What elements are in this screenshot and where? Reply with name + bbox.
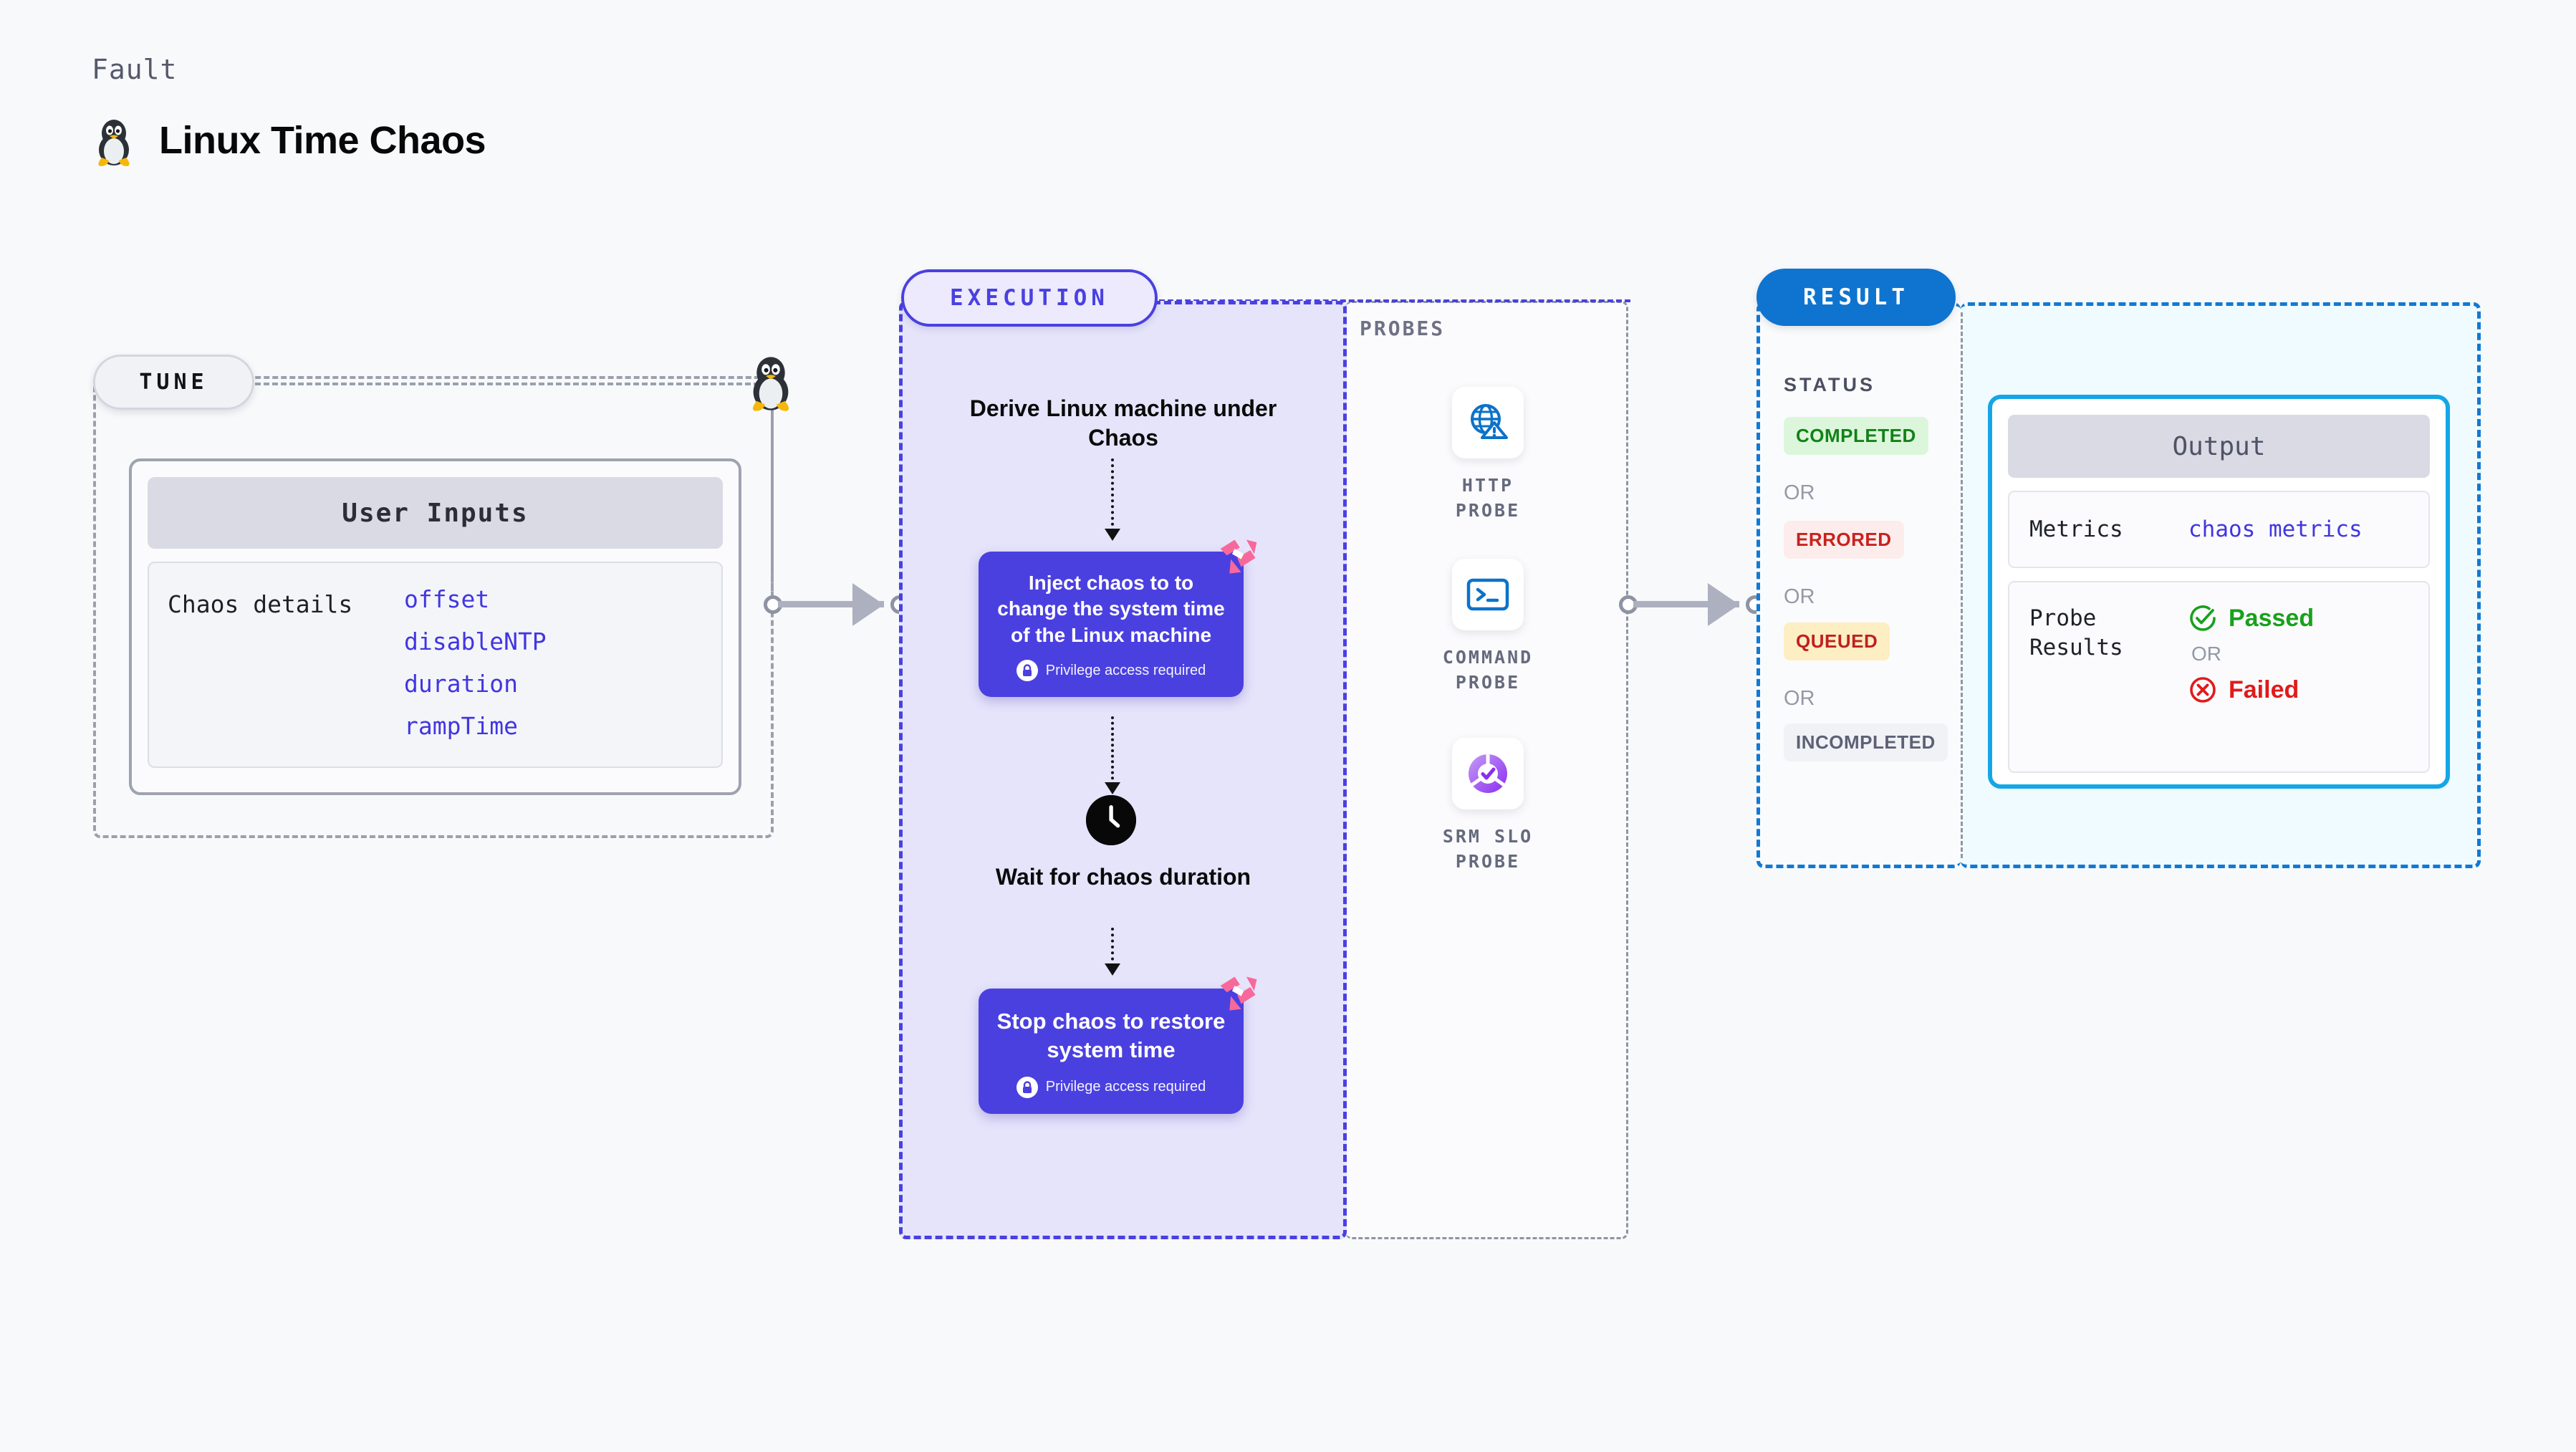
metrics-value: chaos metrics: [2188, 516, 2363, 542]
probe-item-http[interactable]: HTTP PROBE: [1427, 387, 1549, 523]
harness-logo-icon: [1220, 976, 1257, 1011]
execution-step2-box: Inject chaos to to change the system tim…: [979, 539, 1257, 698]
probes-top-dash: [1159, 299, 1630, 302]
check-circle-icon: [2190, 605, 2216, 631]
tux-penguin-icon: [98, 120, 130, 166]
clock-icon: [1086, 795, 1136, 845]
page-title-row: Linux Time Chaos: [92, 115, 486, 166]
verdict-failed-label: Failed: [2229, 675, 2299, 703]
metrics-key: Metrics: [2029, 516, 2123, 542]
verdict-or: OR: [2191, 643, 2221, 665]
user-inputs-title: User Inputs: [148, 477, 723, 549]
execution-step3-heading: Wait for chaos duration: [995, 864, 1251, 890]
result-pill-label: RESULT: [1756, 269, 1956, 326]
tune-top-dash: [255, 383, 785, 385]
status-badge-queued: QUEUED: [1784, 622, 1890, 660]
output-card: Output Metrics chaos metrics Probe Resul…: [1988, 395, 2450, 789]
execution-arrow-1-head: [1105, 529, 1120, 541]
param-disablentp: disableNTP: [404, 628, 547, 655]
status-badge-completed: COMPLETED: [1784, 417, 1928, 455]
slo-donut-check-icon: [1452, 738, 1524, 809]
result-status-panel: [1756, 302, 1961, 868]
page-kicker: Fault: [92, 54, 178, 85]
param-ramptime: rampTime: [404, 712, 518, 740]
status-or-3: OR: [1784, 687, 1815, 710]
probe-label-command: COMMAND PROBE: [1442, 647, 1534, 693]
status-section-label: STATUS: [1784, 374, 1875, 395]
execution-step4-privilege-text: Privilege access required: [1045, 1079, 1206, 1095]
tux-penguin-marker-icon: [752, 357, 789, 411]
verdict-failed: Failed: [2188, 675, 2314, 704]
lock-icon: [1016, 660, 1038, 682]
chaos-details-box: Chaos details offset disableNTP duration…: [148, 562, 723, 768]
verdict-passed-label: Passed: [2229, 604, 2315, 632]
metrics-row: Metrics chaos metrics: [2008, 491, 2430, 568]
execution-pill-label: EXECUTION: [901, 269, 1158, 327]
probes-section-label: PROBES: [1360, 317, 1446, 340]
probe-item-command[interactable]: COMMAND PROBE: [1427, 559, 1549, 695]
lock-icon: [1016, 1076, 1038, 1098]
probe-results-key: Probe Results: [2029, 605, 2123, 660]
verdict-passed: Passed: [2188, 604, 2314, 633]
probe-verdict-group: Passed OR Failed: [2188, 604, 2314, 750]
output-card-title: Output: [2008, 415, 2430, 478]
param-offset: offset: [404, 585, 490, 613]
execution-arrow-2-head: [1105, 782, 1120, 794]
execution-step2-title: Inject chaos to to change the system tim…: [997, 572, 1225, 646]
status-or-1: OR: [1784, 481, 1815, 504]
execution-step4-box: Stop chaos to restore system time Privil…: [979, 976, 1257, 1114]
execution-step2-privilege: Privilege access required: [994, 660, 1228, 682]
probe-label-http: HTTP PROBE: [1455, 475, 1521, 521]
probe-results-row: Probe Results Passed OR Failed: [2008, 581, 2430, 773]
tune-drop-dash: [771, 383, 774, 597]
probe-label-srm-slo: SRM SLO PROBE: [1442, 826, 1534, 872]
chaos-details-label: Chaos details: [168, 590, 353, 618]
globe-warning-icon: [1452, 387, 1524, 458]
execution-arrow-3: [1111, 928, 1114, 966]
execution-step4-privilege: Privilege access required: [994, 1076, 1228, 1098]
status-badge-errored: ERRORED: [1784, 521, 1904, 559]
status-badge-incompleted: INCOMPLETED: [1784, 723, 1948, 761]
harness-logo-icon: [1220, 539, 1257, 574]
x-circle-icon: [2190, 677, 2216, 703]
terminal-icon: [1452, 559, 1524, 630]
execution-step1-heading: Derive Linux machine under Chaos: [969, 395, 1277, 451]
execution-arrow-1: [1111, 458, 1114, 532]
user-inputs-card: User Inputs Chaos details offset disable…: [129, 458, 741, 795]
execution-step4-title: Stop chaos to restore system time: [996, 1009, 1226, 1063]
execution-arrow-3-head: [1105, 963, 1120, 976]
status-or-2: OR: [1784, 585, 1815, 608]
chaos-param-list: offset disableNTP duration rampTime: [404, 587, 547, 742]
param-duration: duration: [404, 670, 518, 698]
execution-arrow-2: [1111, 716, 1114, 785]
execution-step2-privilege-text: Privilege access required: [1045, 662, 1206, 678]
probe-item-srm-slo[interactable]: SRM SLO PROBE: [1427, 738, 1549, 874]
tune-pill-label: TUNE: [93, 355, 254, 410]
result-panel-divider: [1961, 312, 1963, 858]
page-title: Linux Time Chaos: [159, 119, 486, 162]
